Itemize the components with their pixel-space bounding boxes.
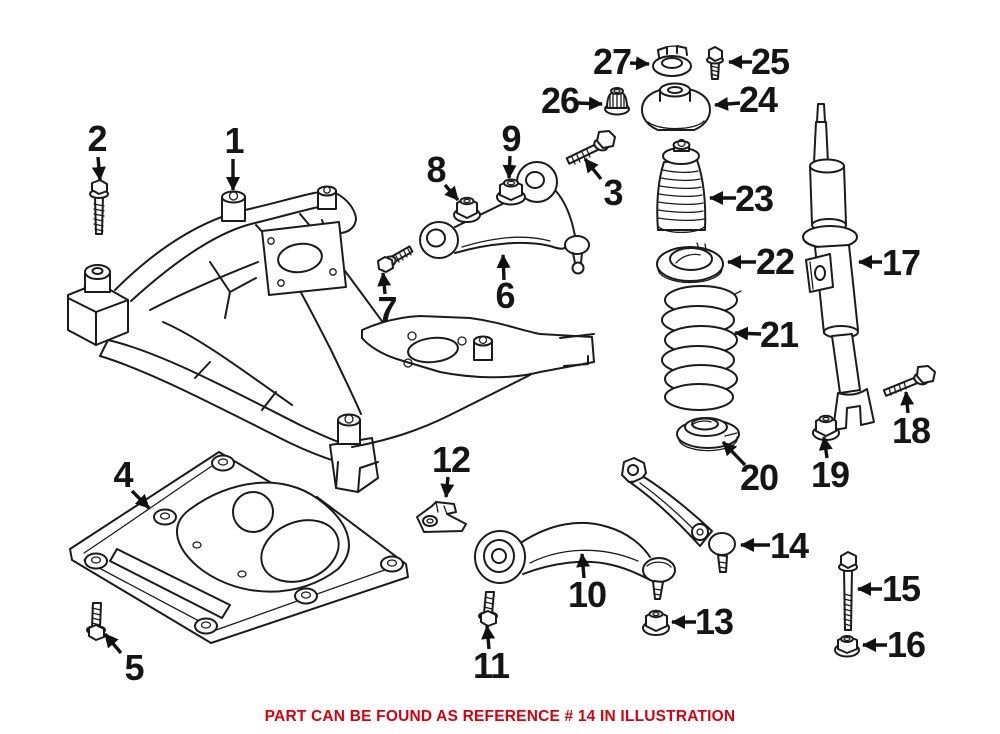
callout-arrow-21 <box>734 326 762 341</box>
callout-arrow-27 <box>629 56 650 71</box>
callout-arrow-26 <box>577 96 603 111</box>
callout-14-tension-strut-arm: 14 <box>769 525 809 566</box>
part-bolt-15 <box>838 551 858 631</box>
callout-arrow-4 <box>130 489 151 510</box>
callout-4-engine-skid-plate: 4 <box>113 454 133 495</box>
callout-13-ball-joint-nut: 13 <box>694 601 734 642</box>
callout-arrow-10 <box>576 553 591 579</box>
part-flange-nut-9 <box>496 178 526 206</box>
part-bolt-7 <box>377 245 414 273</box>
callout-arrow-7 <box>377 272 392 295</box>
part-front-subframe <box>67 185 595 493</box>
callout-7-upper-arm-mounting-bolt: 7 <box>377 289 397 330</box>
callout-20-lower-spring-pad: 20 <box>739 457 779 498</box>
reference-caption: PART CAN BE FOUND AS REFERENCE # 14 IN I… <box>264 708 736 725</box>
part-front-strut <box>802 103 875 431</box>
callout-2-subframe-mounting-bolt: 2 <box>87 118 107 159</box>
callout-arrow-5 <box>103 632 123 655</box>
part-strut-mount <box>641 82 711 131</box>
part-nut-16 <box>834 635 860 658</box>
part-skid-plate <box>69 451 409 644</box>
part-coil-spring <box>661 285 742 411</box>
part-upper-control-arm <box>419 161 590 275</box>
part-bump-stop <box>656 138 707 233</box>
part-nut-13 <box>642 609 670 636</box>
callout-8-flange-nut: 8 <box>426 149 446 190</box>
callout-arrow-9 <box>502 155 517 179</box>
callout-11-lower-arm-bolt: 11 <box>472 645 510 686</box>
part-upper-spring-pad <box>656 242 724 284</box>
callout-23-bump-stop-bellows: 23 <box>734 178 774 219</box>
callout-10-lower-control-arm: 10 <box>567 574 607 615</box>
callout-arrow-18 <box>900 391 915 414</box>
part-strut-cap <box>652 45 692 77</box>
callout-arrow-6 <box>496 254 511 281</box>
part-flange-nut-8 <box>453 196 481 223</box>
callout-19-flange-lock-nut: 19 <box>810 454 850 495</box>
callout-6-upper-control-arm: 6 <box>495 275 515 316</box>
callout-arrow-11 <box>481 625 496 650</box>
part-tension-strut <box>621 457 736 573</box>
part-bolt-5 <box>86 602 106 641</box>
callout-5-skid-plate-bolt: 5 <box>124 647 144 688</box>
callout-1-front-subframe-crossmember: 1 <box>224 120 244 161</box>
part-bracket-12 <box>416 501 467 533</box>
callout-arrow-24 <box>714 96 741 111</box>
part-lower-control-arm <box>474 521 676 600</box>
callout-25-strut-mount-bolt: 25 <box>750 41 790 82</box>
callout-arrow-19 <box>818 436 833 459</box>
callout-17-front-strut-shock: 17 <box>881 242 921 283</box>
callout-24-strut-mount: 24 <box>738 79 778 120</box>
callout-26-self-locking-nut: 26 <box>540 80 580 121</box>
callout-arrow-2 <box>91 156 106 181</box>
callout-3-upper-control-arm-bolt: 3 <box>603 172 623 213</box>
callout-arrow-12 <box>440 476 455 498</box>
callout-21-coil-spring: 21 <box>759 314 799 355</box>
callout-22-upper-spring-pad: 22 <box>755 241 795 282</box>
callout-27-strut-cap: 27 <box>592 41 632 82</box>
callout-12-retaining-bracket: 12 <box>431 439 471 480</box>
part-bolt-3 <box>565 130 616 165</box>
callout-arrow-3 <box>583 157 603 181</box>
part-lock-nut-26 <box>604 87 630 116</box>
part-lower-spring-pad <box>676 417 740 452</box>
part-bolt-11 <box>478 591 498 627</box>
callout-18-strut-pinch-bolt: 18 <box>891 410 931 451</box>
part-bolt-25 <box>706 46 724 80</box>
part-bolt-2 <box>89 179 109 235</box>
part-bolt-18 <box>882 365 936 397</box>
callout-arrow-20 <box>721 440 747 467</box>
callout-9-flange-nut: 9 <box>501 118 521 159</box>
callout-15-strut-fork-bolt: 15 <box>881 568 921 609</box>
callout-arrow-8 <box>443 183 460 202</box>
callout-16-flange-nut: 16 <box>886 624 926 665</box>
